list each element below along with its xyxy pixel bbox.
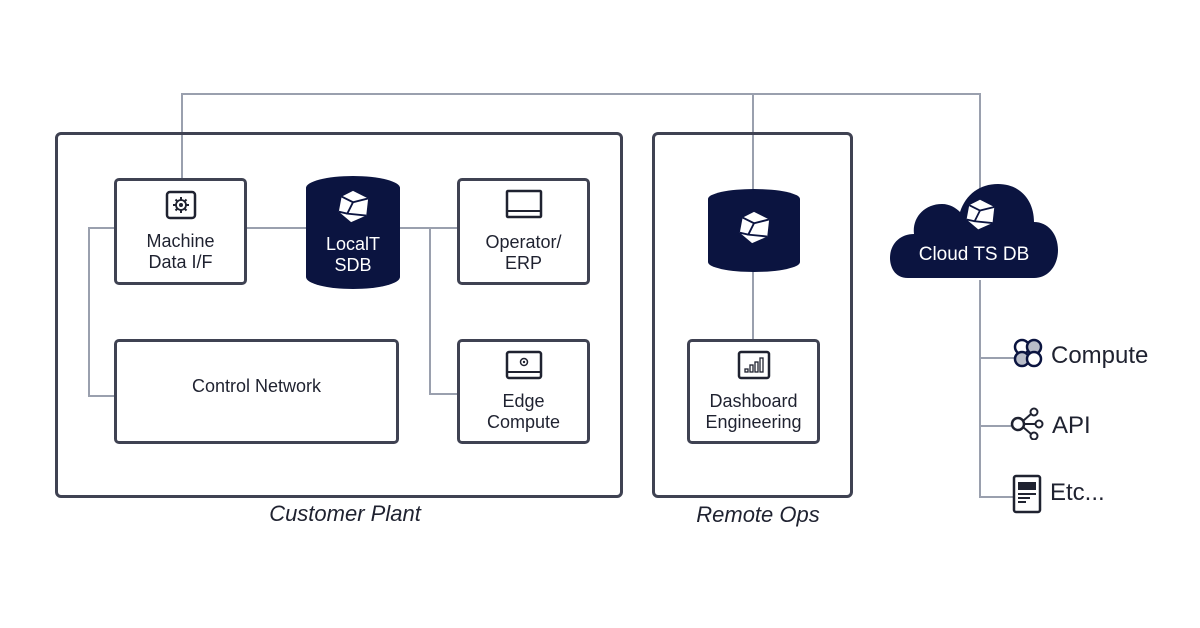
connector-db-edge-horizontal <box>429 393 459 395</box>
control-network-label: Control Network <box>191 376 322 396</box>
remote-ops-label: Remote Ops <box>696 502 820 527</box>
local-tsdb-node[interactable]: LocalT SDB <box>306 176 400 289</box>
cloud-service-compute[interactable]: Compute <box>1013 337 1148 374</box>
operator-erp-node[interactable]: Operator/ ERP <box>457 178 590 285</box>
remote-tsdb-node[interactable] <box>708 189 800 272</box>
machine-data-label-line2: Data I/F <box>148 252 213 272</box>
connector-db-edge-vertical <box>429 227 431 395</box>
remote-ops-frame <box>652 132 853 498</box>
connector-machine-control-h1 <box>88 227 116 229</box>
api-label: API <box>1052 411 1091 439</box>
share-nodes-icon <box>1010 406 1044 445</box>
operator-erp-label-line1: Operator/ <box>485 232 562 252</box>
bar-chart-monitor-icon <box>737 350 771 385</box>
cloud-service-api[interactable]: API <box>1010 406 1091 445</box>
connector-top-bus <box>181 93 981 95</box>
connector-machine-control-v <box>88 227 90 397</box>
connector-remote-db-dashboard <box>752 265 754 341</box>
connector-machine-up <box>181 93 183 181</box>
machine-data-label-line1: Machine <box>146 231 215 251</box>
local-tsdb-label-line1: LocalT <box>325 234 381 254</box>
database-logo-icon <box>962 198 998 237</box>
cloud-tsdb-node[interactable]: Cloud TS DB <box>888 180 1060 284</box>
machine-data-interface-node[interactable]: Machine Data I/F <box>114 178 247 285</box>
operator-erp-label-line2: ERP <box>504 253 542 273</box>
edge-compute-label-line1: Edge <box>502 391 545 411</box>
connector-cloud-services-vertical <box>979 280 981 498</box>
edge-compute-node[interactable]: Edge Compute <box>457 339 590 444</box>
gear-icon <box>165 190 197 225</box>
customer-plant-label: Customer Plant <box>269 501 421 526</box>
control-network-node[interactable]: Control Network <box>114 339 399 444</box>
cloud-service-etc[interactable]: Etc... <box>1012 474 1105 519</box>
connector-machine-db <box>245 227 310 229</box>
database-logo-icon <box>334 189 372 230</box>
connector-etc <box>979 496 1013 498</box>
laptop-gear-icon <box>505 350 543 385</box>
connector-cloud-up <box>979 93 981 193</box>
compute-label: Compute <box>1051 341 1149 369</box>
edge-compute-label-line2: Compute <box>486 412 561 432</box>
dashboard-label-line1: Dashboard <box>709 391 798 411</box>
connector-compute <box>979 357 1015 359</box>
compute-cluster-icon <box>1013 337 1043 374</box>
connector-api <box>979 425 1011 427</box>
cloud-tsdb-label: Cloud TS DB <box>918 244 1030 265</box>
monitor-icon <box>505 189 543 224</box>
etc-label: Etc... <box>1050 478 1105 506</box>
customer-plant-frame <box>55 132 623 498</box>
cloud-shape-icon <box>890 184 1058 278</box>
local-tsdb-label-line2: SDB <box>334 255 372 275</box>
connector-remote-db-up <box>752 93 754 193</box>
dashboard-label-line2: Engineering <box>705 412 802 432</box>
dashboard-engineering-node[interactable]: Dashboard Engineering <box>687 339 820 444</box>
connector-machine-control-h2 <box>88 395 116 397</box>
document-icon <box>1012 474 1042 519</box>
database-logo-icon <box>735 210 773 251</box>
